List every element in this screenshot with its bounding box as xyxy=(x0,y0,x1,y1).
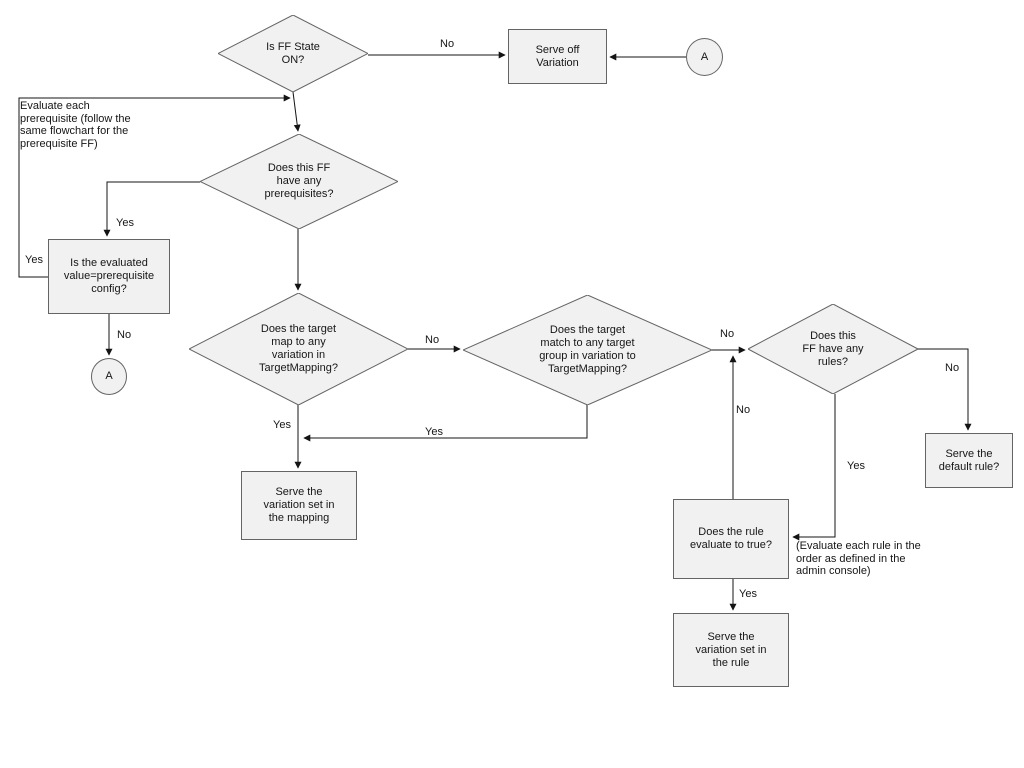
decision-target-map: Does the target map to any variation in … xyxy=(189,293,408,405)
diamond-shape xyxy=(200,134,398,229)
decision-label: Does this FF have any prerequisites? xyxy=(264,162,334,200)
edge-label-yes-rule-true: Yes xyxy=(739,588,757,600)
edge-targetgroup-yes-servemapping xyxy=(303,405,588,442)
edge-label-no-target-group: No xyxy=(720,328,735,340)
process-serve-default-rule: Serve the default rule? xyxy=(925,433,1013,488)
decision-label: Does the target match to any target grou… xyxy=(539,324,636,375)
decision-is-ff-state-on: Is FF State ON? xyxy=(218,15,368,92)
diamond-shape xyxy=(218,15,368,92)
edge-hasrules-yes-ruletrue xyxy=(792,394,836,541)
note-prerequisite-loop: Evaluate each prerequisite (follow the s… xyxy=(20,100,131,150)
process-rule-evaluate-true: Does the rule evaluate to true? xyxy=(673,499,789,579)
process-serve-mapping: Serve the variation set in the mapping xyxy=(241,471,357,540)
edge-label-no-target-map: No xyxy=(425,334,440,346)
edge-label-yes-eval-loop: Yes xyxy=(25,254,43,266)
decision-label: Does this FF have any rules? xyxy=(802,329,864,368)
connector-a-top: A xyxy=(686,38,723,76)
edge-label-no-eval: No xyxy=(117,329,132,341)
decision-label: Does the target map to any variation in … xyxy=(259,323,338,374)
decision-has-prerequisites: Does this FF have any prerequisites? xyxy=(200,134,398,229)
edge-label-no-ff-off: No xyxy=(440,38,455,50)
connector-a-left: A xyxy=(91,358,127,395)
decision-has-rules: Does this FF have any rules? xyxy=(748,304,918,394)
edge-hasprereqs-yes-evalprereq xyxy=(103,181,200,237)
edge-evalprereq-yes-loop xyxy=(18,94,291,278)
note-rule-order: (Evaluate each rule in the order as defi… xyxy=(796,540,921,577)
edge-isffon-hasprereqs xyxy=(292,91,301,132)
process-serve-rule: Serve the variation set in the rule xyxy=(673,613,789,687)
process-eval-prerequisite: Is the evaluated value=prerequisite conf… xyxy=(48,239,170,314)
decision-label: Is FF State ON? xyxy=(266,40,320,66)
decision-target-group: Does the target match to any target grou… xyxy=(463,295,712,405)
edge-label-yes-has-rules: Yes xyxy=(847,460,865,472)
edge-label-yes-target-group: Yes xyxy=(425,426,443,438)
diamond-shape xyxy=(748,304,918,394)
edge-label-no-has-rules: No xyxy=(945,362,960,374)
edge-hasrules-no-servedefault xyxy=(918,348,972,431)
process-serve-off-variation: Serve off Variation xyxy=(508,29,607,84)
edge-label-yes-has-prereqs: Yes xyxy=(116,217,134,229)
edge-label-yes-target-map: Yes xyxy=(273,419,291,431)
diamond-shape xyxy=(463,295,712,405)
edge-label-no-rule-loop: No xyxy=(736,404,751,416)
diamond-shape xyxy=(189,293,408,405)
